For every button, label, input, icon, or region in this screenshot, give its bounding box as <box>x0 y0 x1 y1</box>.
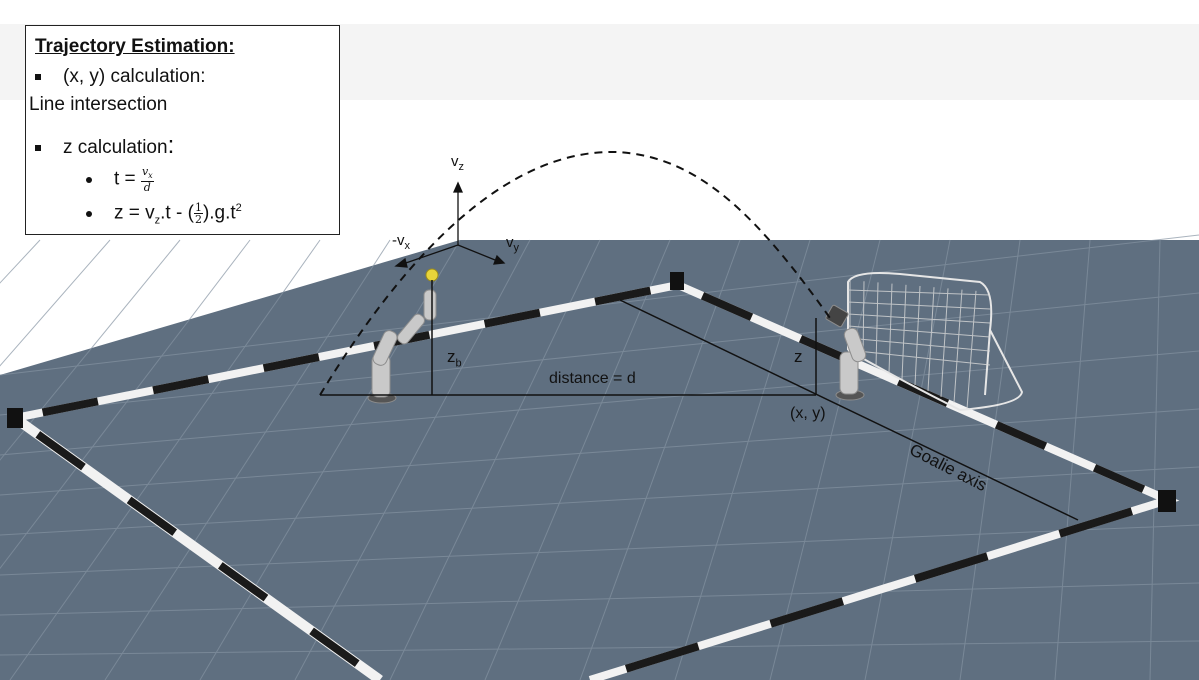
goalie-robot <box>825 304 867 401</box>
label-distance: distance = d <box>549 370 636 387</box>
floor-plane <box>0 240 1199 680</box>
dot-bullet-icon <box>86 210 92 217</box>
square-bullet-icon <box>35 144 41 151</box>
info-bullet-xy: (x, y) calculation: <box>35 66 206 88</box>
label-neg-vx: -vx <box>392 232 410 252</box>
label-vy: vy <box>506 234 519 254</box>
corner-post-back <box>670 272 684 290</box>
dot-bullet-icon <box>86 176 92 183</box>
info-bullet-z: z calculation: <box>35 132 174 160</box>
corner-post-left <box>7 408 23 428</box>
velocity-axes <box>394 181 506 268</box>
square-bullet-icon <box>35 73 41 80</box>
trajectory-info-box: Trajectory Estimation: (x, y) calculatio… <box>25 25 340 235</box>
goal-net <box>847 272 1024 411</box>
label-z: z <box>794 347 803 366</box>
label-zb: zb <box>447 347 462 370</box>
corner-post-right <box>1158 490 1176 512</box>
label-xy: (x, y) <box>790 405 826 422</box>
info-line-intersection: Line intersection <box>29 94 168 115</box>
info-title: Trajectory Estimation: <box>35 36 235 57</box>
label-vz: vz <box>451 153 464 173</box>
geometry-lines <box>320 280 1079 521</box>
